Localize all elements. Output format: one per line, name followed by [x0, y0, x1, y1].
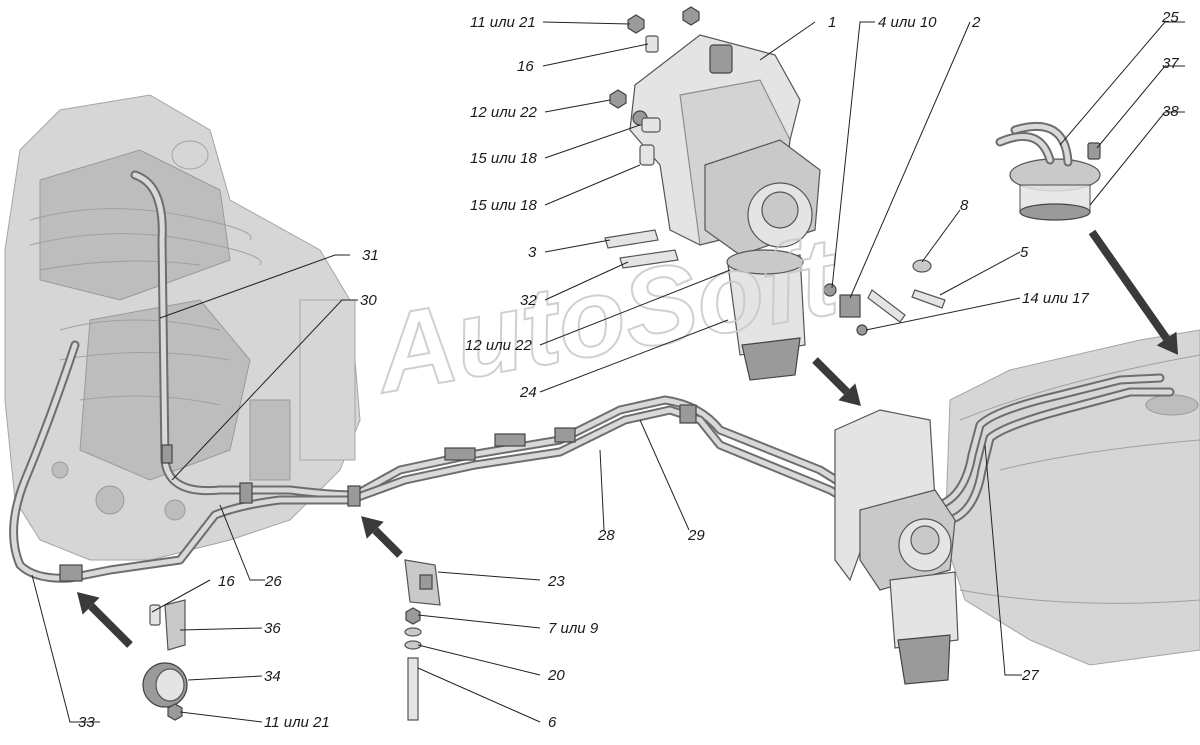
label-20: 20 [547, 667, 565, 684]
label-1: 1 [828, 14, 836, 31]
label-29: 29 [687, 527, 705, 544]
label-14-17: 14 или 17 [1022, 290, 1090, 307]
label-11-21-bottom: 11 или 21 [264, 714, 330, 731]
filter-hardware [604, 6, 946, 336]
tank-sender-unit [995, 121, 1101, 221]
label-6: 6 [548, 714, 557, 731]
label-28: 28 [597, 527, 615, 544]
label-34: 34 [264, 668, 281, 685]
label-33: 33 [78, 714, 95, 731]
label-15-18-a: 15 или 18 [470, 150, 538, 167]
label-11-21-top: 11 или 21 [470, 14, 536, 31]
label-7-9: 7 или 9 [548, 620, 599, 637]
label-32: 32 [520, 292, 537, 309]
label-24: 24 [519, 384, 537, 401]
label-15-18-b: 15 или 18 [470, 197, 538, 214]
callout-labels: 11 или 21 16 12 или 22 15 или 18 15 или … [78, 9, 1179, 731]
direction-arrows [76, 229, 1179, 648]
label-26: 26 [264, 573, 282, 590]
filter-housing-top [704, 139, 821, 381]
label-4-10: 4 или 10 [878, 14, 937, 31]
leader-lines [31, 21, 1185, 723]
label-27: 27 [1021, 667, 1039, 684]
pipe-clamp [59, 404, 697, 582]
label-23: 23 [547, 573, 565, 590]
hose-clamp-parts [142, 599, 188, 721]
label-12-22-top: 12 или 22 [470, 104, 538, 121]
label-2: 2 [971, 14, 981, 31]
label-12-22-mid: 12 или 22 [465, 337, 533, 354]
filter-installed [834, 409, 959, 685]
label-16-bottom: 16 [218, 573, 235, 590]
label-8: 8 [960, 197, 969, 214]
label-38: 38 [1162, 103, 1179, 120]
label-3: 3 [528, 244, 537, 261]
label-30: 30 [360, 292, 377, 309]
fuel-lines [9, 170, 1175, 583]
label-5: 5 [1020, 244, 1029, 261]
label-37: 37 [1162, 55, 1179, 72]
label-36: 36 [264, 620, 281, 637]
label-16-top: 16 [517, 58, 534, 75]
label-31: 31 [362, 247, 379, 264]
label-25: 25 [1161, 9, 1179, 26]
pipe-holder-parts [404, 559, 441, 721]
